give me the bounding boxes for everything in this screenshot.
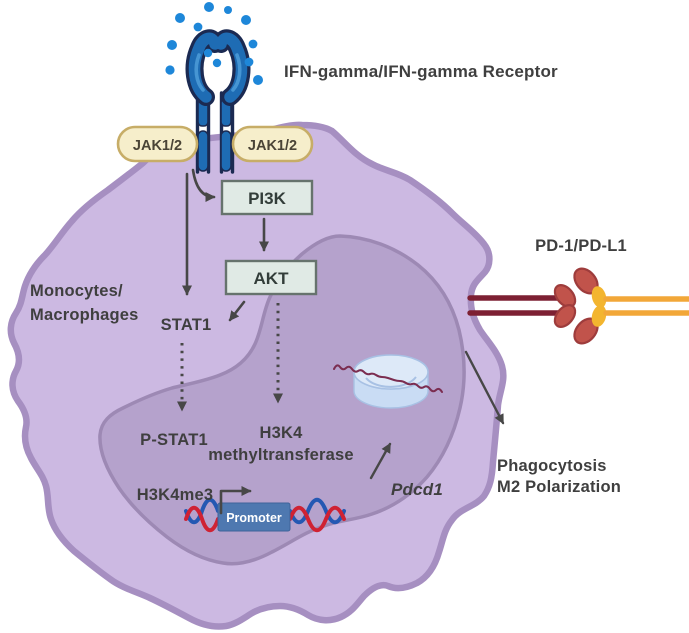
promoter-label: Promoter	[226, 511, 282, 525]
checkpoint-label: PD-1/PD-L1	[535, 237, 627, 255]
jak-left-label: JAK1/2	[133, 138, 182, 154]
jak-left-badge	[116, 125, 199, 163]
pi3k-box	[220, 179, 314, 216]
h3k4me3-label: H3K4me3	[137, 486, 214, 504]
pdl1-ligand-icon	[591, 286, 689, 327]
jak-right-badge	[231, 125, 314, 163]
arrow-to-phagocytosis	[464, 350, 505, 425]
nucleosome-icon	[333, 354, 443, 409]
jak-badges: JAK1/2 JAK1/2	[116, 125, 314, 163]
p-stat1-label: P-STAT1	[140, 431, 208, 449]
outcome-label-line2: M2 Polarization	[497, 478, 621, 496]
transcription-start-arrow	[219, 486, 252, 515]
promoter-box	[217, 502, 291, 532]
chromatin-thread	[333, 364, 443, 393]
pi3k-label: PI3K	[248, 189, 287, 208]
ifn-gamma-receptor-icon	[185, 29, 251, 174]
arrow-pdcd1-to-chromatin	[369, 442, 392, 480]
h3k4-label-line2: methyltransferase	[208, 446, 354, 464]
pdcd1-gene-label: Pdcd1	[391, 480, 443, 499]
h3k4-label-line1: H3K4	[260, 424, 304, 442]
stat1-label: STAT1	[161, 316, 212, 334]
ifn-gamma-ligand-dots-icon	[165, 2, 263, 85]
cell-type-label-line2: Macrophages	[30, 306, 139, 324]
receptor-title-label: IFN-gamma/IFN-gamma Receptor	[284, 62, 558, 81]
arrow-akt-to-stat1	[228, 300, 246, 322]
dna-double-helix-icon	[184, 497, 346, 533]
jak-right-label: JAK1/2	[248, 138, 297, 154]
cell-type-label-line1: Monocytes/	[30, 282, 123, 300]
signaling-arrows	[177, 168, 505, 480]
outcome-label-line1: Phagocytosis	[497, 457, 607, 475]
akt-box	[224, 259, 318, 296]
arrow-receptor-to-pi3k	[191, 168, 216, 202]
akt-label: AKT	[254, 269, 290, 288]
pd1-receptor-icon	[467, 267, 599, 345]
